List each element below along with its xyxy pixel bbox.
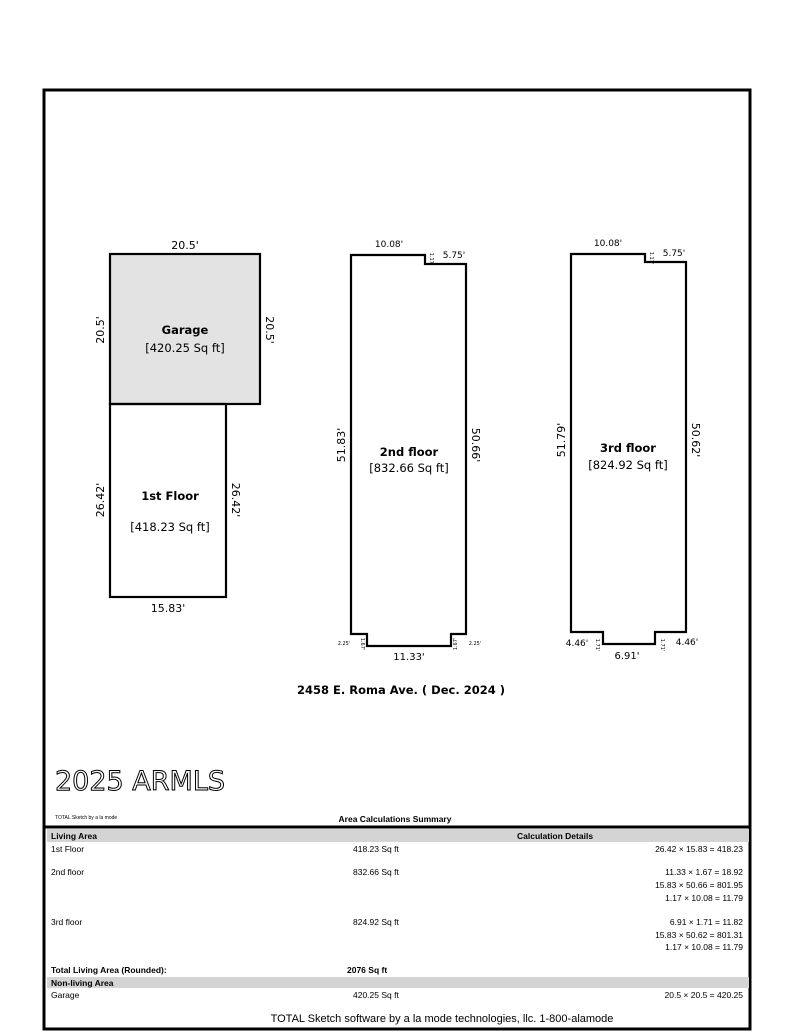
third-floor-room: [569, 252, 688, 646]
third-floor-top-right-dim: 5.75': [663, 249, 686, 259]
area-summary: TOTAL Sketch by a la mode Area Calculati…: [44, 814, 750, 1000]
row-area: 824.92 Sq ft: [353, 917, 399, 927]
second-floor-step-dim: 1.17': [428, 253, 434, 266]
calc-details-header: Calculation Details: [517, 831, 593, 841]
third-floor-step-dim: 1.17': [648, 252, 654, 265]
third-floor-top-left-dim: 10.08': [594, 239, 622, 249]
first-floor-label: 1st Floor: [141, 489, 199, 503]
nonliving-area-header: Non-living Area: [51, 978, 114, 988]
third-floor-notch-left-h: 1.71': [594, 639, 600, 652]
third-floor-area: [824.92 Sq ft]: [588, 458, 667, 472]
second-floor-bottom-dim: 11.33': [393, 652, 424, 663]
garage-label: Garage: [162, 323, 209, 337]
garage-left-dim: 20.5': [94, 316, 107, 344]
garage-area: [420.25 Sq ft]: [145, 341, 224, 355]
row-calc: 20.5 × 20.5 = 420.25: [665, 990, 744, 1000]
table-row: 3rd floor 824.92 Sq ft 6.91 × 1.71 = 11.…: [51, 917, 743, 952]
second-floor-notch-left-h: 1.67': [359, 638, 365, 651]
second-floor-notch-right-h: 1.67': [453, 638, 459, 651]
garage-top-dim: 20.5': [171, 239, 199, 252]
row-calc: 1.17 × 10.08 = 11.79: [665, 893, 743, 903]
row-label: 2nd floor: [51, 867, 84, 877]
row-calc: 1.17 × 10.08 = 11.79: [665, 942, 743, 952]
software-footer: TOTAL Sketch software by a la mode techn…: [271, 1013, 614, 1025]
first-floor-left-dim: 26.42': [94, 483, 107, 518]
third-floor-left-dim: 51.79': [555, 423, 568, 458]
total-living-value: 2076 Sq ft: [347, 965, 387, 975]
garage-right-dim: 20.5': [263, 316, 276, 344]
first-floor-right-dim: 26.42': [229, 483, 242, 518]
total-living-label: Total Living Area (Rounded):: [51, 965, 167, 975]
second-floor-area: [832.66 Sq ft]: [369, 461, 448, 475]
nonliving-header-bg: [47, 977, 749, 988]
second-floor-notch-right-w: 2.25': [469, 641, 482, 647]
second-floor-label: 2nd floor: [380, 445, 439, 459]
row-label: Garage: [51, 990, 80, 1000]
third-floor-notch-right-h: 1.71': [659, 639, 665, 652]
sketch-credit-small: TOTAL Sketch by a la mode: [55, 815, 117, 821]
second-floor-room: [349, 253, 468, 648]
garage-room: [108, 252, 262, 406]
page-frame: [42, 88, 752, 1031]
row-calc: 15.83 × 50.62 = 801.31: [655, 930, 743, 940]
second-floor-top-left-dim: 10.08': [375, 240, 403, 250]
second-floor-left-dim: 51.83': [335, 428, 348, 463]
table-row: Garage 420.25 Sq ft 20.5 × 20.5 = 420.25: [51, 990, 743, 1000]
table-row: 1st Floor 418.23 Sq ft 26.42 × 15.83 = 4…: [51, 844, 743, 854]
row-area: 420.25 Sq ft: [353, 990, 399, 1000]
row-calc: 15.83 × 50.66 = 801.95: [655, 880, 743, 890]
living-area-header: Living Area: [51, 831, 97, 841]
third-floor-right-dim: 50.62': [689, 423, 702, 458]
table-row: 2nd floor 832.66 Sq ft 11.33 × 1.67 = 18…: [51, 867, 743, 903]
row-calc: 26.42 × 15.83 = 418.23: [655, 844, 743, 854]
first-floor-room: [108, 402, 228, 599]
third-floor-notch-right-w: 4.46': [676, 638, 699, 648]
third-floor-bottom-dim: 6.91': [614, 651, 639, 662]
third-floor-label: 3rd floor: [600, 441, 656, 455]
row-calc: 11.33 × 1.67 = 18.92: [665, 867, 743, 877]
second-floor-top-right-dim: 5.75': [443, 251, 466, 261]
second-floor-right-dim: 50.66': [469, 428, 482, 463]
row-area: 418.23 Sq ft: [353, 844, 399, 854]
row-label: 3rd floor: [51, 917, 82, 927]
row-area: 832.66 Sq ft: [353, 867, 399, 877]
property-address: 2458 E. Roma Ave. ( Dec. 2024 ): [297, 683, 505, 697]
first-floor-bottom-dim: 15.83': [151, 602, 186, 615]
second-floor-notch-left-w: 2.25': [338, 641, 351, 647]
row-label: 1st Floor: [51, 844, 84, 854]
armls-watermark: 2025 ARMLS: [55, 766, 225, 797]
first-floor-area: [418.23 Sq ft]: [130, 520, 209, 534]
row-calc: 6.91 × 1.71 = 11.82: [670, 917, 743, 927]
third-floor-notch-left-w: 4.46': [566, 639, 589, 649]
summary-title: Area Calculations Summary: [339, 814, 452, 824]
living-header-bg: [47, 829, 749, 842]
